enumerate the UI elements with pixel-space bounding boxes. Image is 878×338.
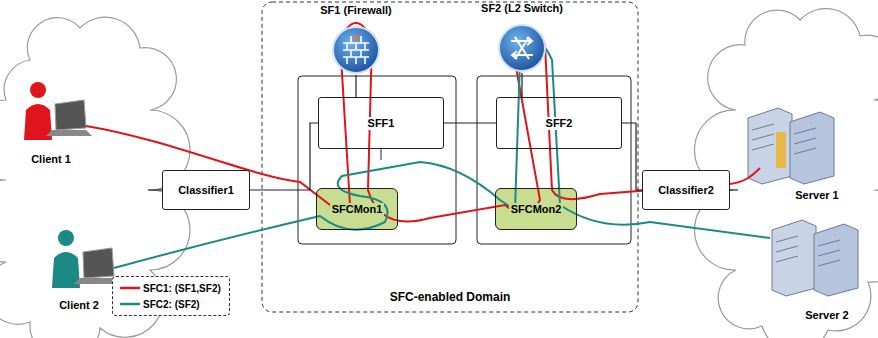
server-label: Server 2 — [792, 306, 862, 324]
monitor-fill — [316, 188, 398, 230]
node-label: Client 1 — [29, 153, 73, 166]
domain-outline — [262, 2, 638, 312]
legend-text: SFC1: (SF1,SF2) — [141, 282, 223, 295]
firewall-function: SF1 (Firewall) — [331, 25, 381, 75]
legend-text: SFC2: (SF2) — [141, 298, 202, 311]
client-label: Client 1 — [16, 150, 86, 168]
sfc1-path — [86, 23, 760, 222]
node-label: SFF1 — [366, 117, 397, 130]
server-icon — [748, 108, 834, 184]
link-line — [444, 122, 496, 123]
wire — [730, 189, 738, 190]
server-icon — [772, 220, 858, 296]
classifier-box: Classifier2 — [642, 170, 730, 210]
link-line — [521, 73, 522, 97]
link-line — [355, 75, 356, 97]
switch-function: SF2 (L2 Switch) — [497, 23, 547, 73]
node-label: Classifier1 — [176, 184, 236, 197]
wire — [148, 189, 162, 190]
node-label: Classifier2 — [656, 184, 716, 197]
server-label: Server 1 — [782, 186, 852, 204]
forwarder-box: SFF1 — [318, 97, 444, 149]
node-housing — [298, 76, 456, 244]
legend-line-sample — [119, 283, 141, 293]
firewall-icon — [331, 25, 381, 75]
node-label: Server 2 — [803, 309, 850, 322]
domain-box: SFC-enabled Domain SF1 (Firewall) SF2 (L2 … — [262, 2, 638, 312]
node-label: SFCMon2 — [509, 203, 564, 216]
client-icon — [52, 230, 120, 288]
node-label: SFF2 — [544, 117, 575, 130]
switch-icon — [497, 23, 547, 73]
monitor-box: SFCMon2 — [495, 188, 577, 230]
legend-row: SFC1: (SF1,SF2) — [119, 280, 223, 296]
wire — [381, 149, 382, 160]
classifier-box: Classifier1 — [162, 170, 250, 210]
sfc2-path — [114, 42, 770, 268]
legend-line-sample — [119, 299, 141, 309]
node-label: SF1 (Firewall) — [318, 4, 394, 17]
legend-row: SFC2: (SF2) — [119, 296, 223, 312]
node-label: SF2 (L2 Switch) — [479, 2, 565, 15]
monitor-box: SFCMon1 — [316, 188, 398, 230]
node-label: Client 2 — [57, 299, 101, 312]
node-label: SFCMon1 — [330, 203, 385, 216]
node-label: Server 1 — [793, 189, 840, 202]
client-label: Client 2 — [44, 296, 114, 314]
forwarder-box: SFF2 — [496, 97, 622, 149]
link-line — [250, 123, 318, 190]
legend-box: SFC1: (SF1,SF2) SFC2: (SF2) — [112, 276, 230, 316]
link-line — [622, 123, 642, 190]
client-icon — [24, 82, 92, 140]
node-label: SFC-enabled Domain — [388, 291, 513, 304]
